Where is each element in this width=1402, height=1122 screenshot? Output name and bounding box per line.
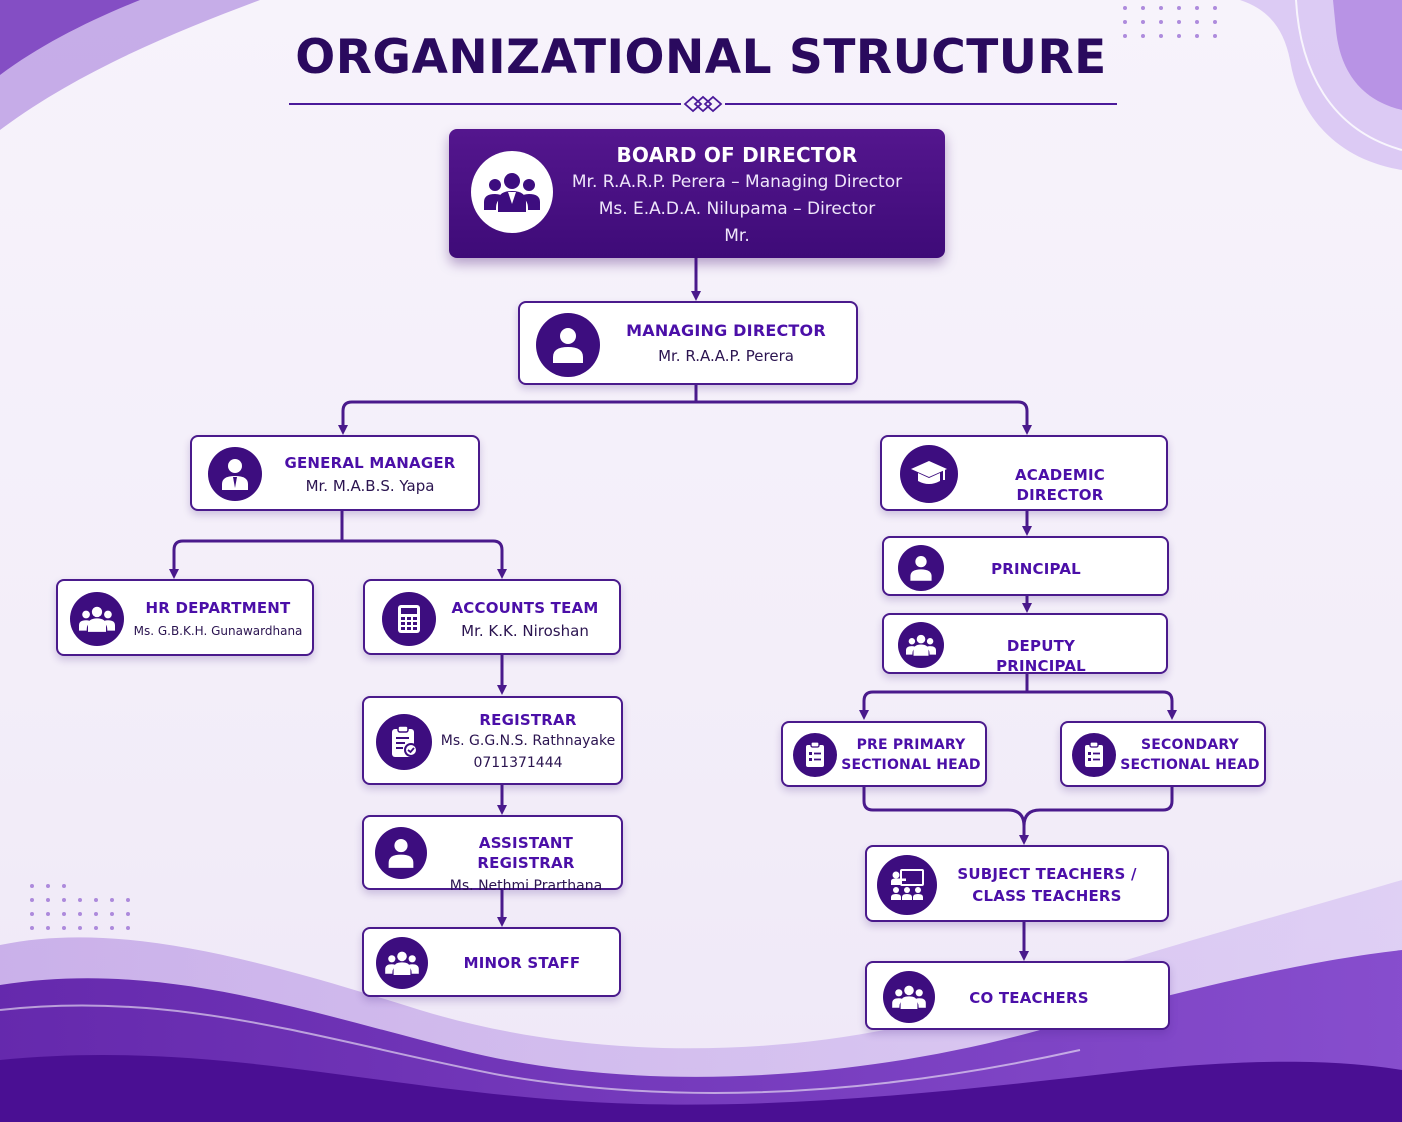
deputy-principal-card[interactable]: DEPUTY PRINCIPAL	[882, 613, 1168, 675]
node-line: Ms. G.G.N.S. Rathnayake	[440, 733, 616, 749]
pre-primary-sectional-head-card[interactable]: PRE PRIMARY SECTIONAL HEAD	[781, 721, 987, 787]
manager-icon	[208, 447, 262, 501]
calculator-icon	[382, 592, 436, 646]
node-title: GENERAL MANAGER	[284, 454, 456, 472]
node-line: Ms. E.A.D.A. Nilupama – Director	[598, 199, 876, 219]
academic-director-card[interactable]: ACADEMIC DIRECTOR	[880, 435, 1168, 511]
node-line: Mr. R.A.R.P. Perera – Managing Director	[571, 172, 903, 192]
node-line: 0711371444	[473, 755, 563, 771]
hr-department-card[interactable]: HR DEPARTMENT Ms. G.B.K.H. Gunawardhana	[56, 579, 314, 656]
registrar-card[interactable]: REGISTRAR Ms. G.G.N.S. Rathnayake 071137…	[362, 696, 623, 785]
node-line: Ms. Nethmi Prarthana	[449, 878, 603, 894]
node-title: REGISTRAR	[479, 711, 577, 729]
group-icon	[376, 937, 428, 989]
teacher-icon	[877, 855, 937, 915]
group-icon	[898, 622, 944, 668]
co-teachers-card[interactable]: CO TEACHERS	[865, 961, 1170, 1030]
node-line: Mr. R.A.A.P. Perera	[658, 347, 794, 365]
group-icon	[70, 592, 124, 646]
checklist-icon	[1072, 733, 1116, 777]
node-title: PRE PRIMARY SECTIONAL HEAD	[841, 737, 981, 773]
principal-card[interactable]: PRINCIPAL	[882, 536, 1169, 596]
group-icon	[471, 151, 553, 233]
clipboard-icon	[376, 714, 432, 770]
group-icon	[883, 971, 935, 1023]
node-title: MANAGING DIRECTOR	[626, 321, 826, 340]
secondary-sectional-head-card[interactable]: SECONDARY SECTIONAL HEAD	[1060, 721, 1266, 787]
node-title: PRINCIPAL	[991, 560, 1081, 578]
node-line: Mr.	[724, 226, 750, 246]
node-title: SECONDARY SECTIONAL HEAD	[1120, 737, 1260, 773]
node-line: Ms. G.B.K.H. Gunawardhana	[133, 624, 303, 638]
subject-teachers-card[interactable]: SUBJECT TEACHERS / CLASS TEACHERS	[865, 845, 1169, 922]
node-title: ASSISTANT REGISTRAR	[477, 834, 575, 872]
node-title: CO TEACHERS	[969, 989, 1089, 1007]
person-icon	[536, 313, 600, 377]
node-title: HR DEPARTMENT	[145, 599, 291, 617]
node-title: ACCOUNTS TEAM	[451, 599, 599, 617]
minor-staff-card[interactable]: MINOR STAFF	[362, 927, 621, 997]
checklist-icon	[793, 733, 837, 777]
node-title: ACADEMIC DIRECTOR	[1014, 466, 1106, 504]
person-icon	[898, 545, 944, 591]
node-title: SUBJECT TEACHERS / CLASS TEACHERS	[957, 865, 1137, 905]
title-divider	[289, 95, 1117, 113]
general-manager-card[interactable]: GENERAL MANAGER Mr. M.A.B.S. Yapa	[190, 435, 480, 511]
assistant-registrar-card[interactable]: ASSISTANT REGISTRAR Ms. Nethmi Prarthana	[362, 815, 623, 894]
graduation-cap-icon	[900, 445, 958, 503]
node-line: Mr. K.K. Niroshan	[461, 622, 589, 640]
node-title: DEPUTY PRINCIPAL	[996, 637, 1086, 675]
managing-director-card[interactable]: MANAGING DIRECTOR Mr. R.A.A.P. Perera	[518, 301, 858, 385]
page-title: ORGANIZATIONAL STRUCTURE	[295, 30, 1107, 85]
board-of-director-card[interactable]: BOARD OF DIRECTOR Mr. R.A.R.P. Perera – …	[449, 129, 945, 258]
node-title: MINOR STAFF	[463, 954, 581, 972]
person-icon	[375, 827, 427, 879]
node-line: Mr. M.A.B.S. Yapa	[305, 477, 435, 495]
node-title: BOARD OF DIRECTOR	[616, 143, 858, 167]
accounts-team-card[interactable]: ACCOUNTS TEAM Mr. K.K. Niroshan	[363, 579, 621, 655]
